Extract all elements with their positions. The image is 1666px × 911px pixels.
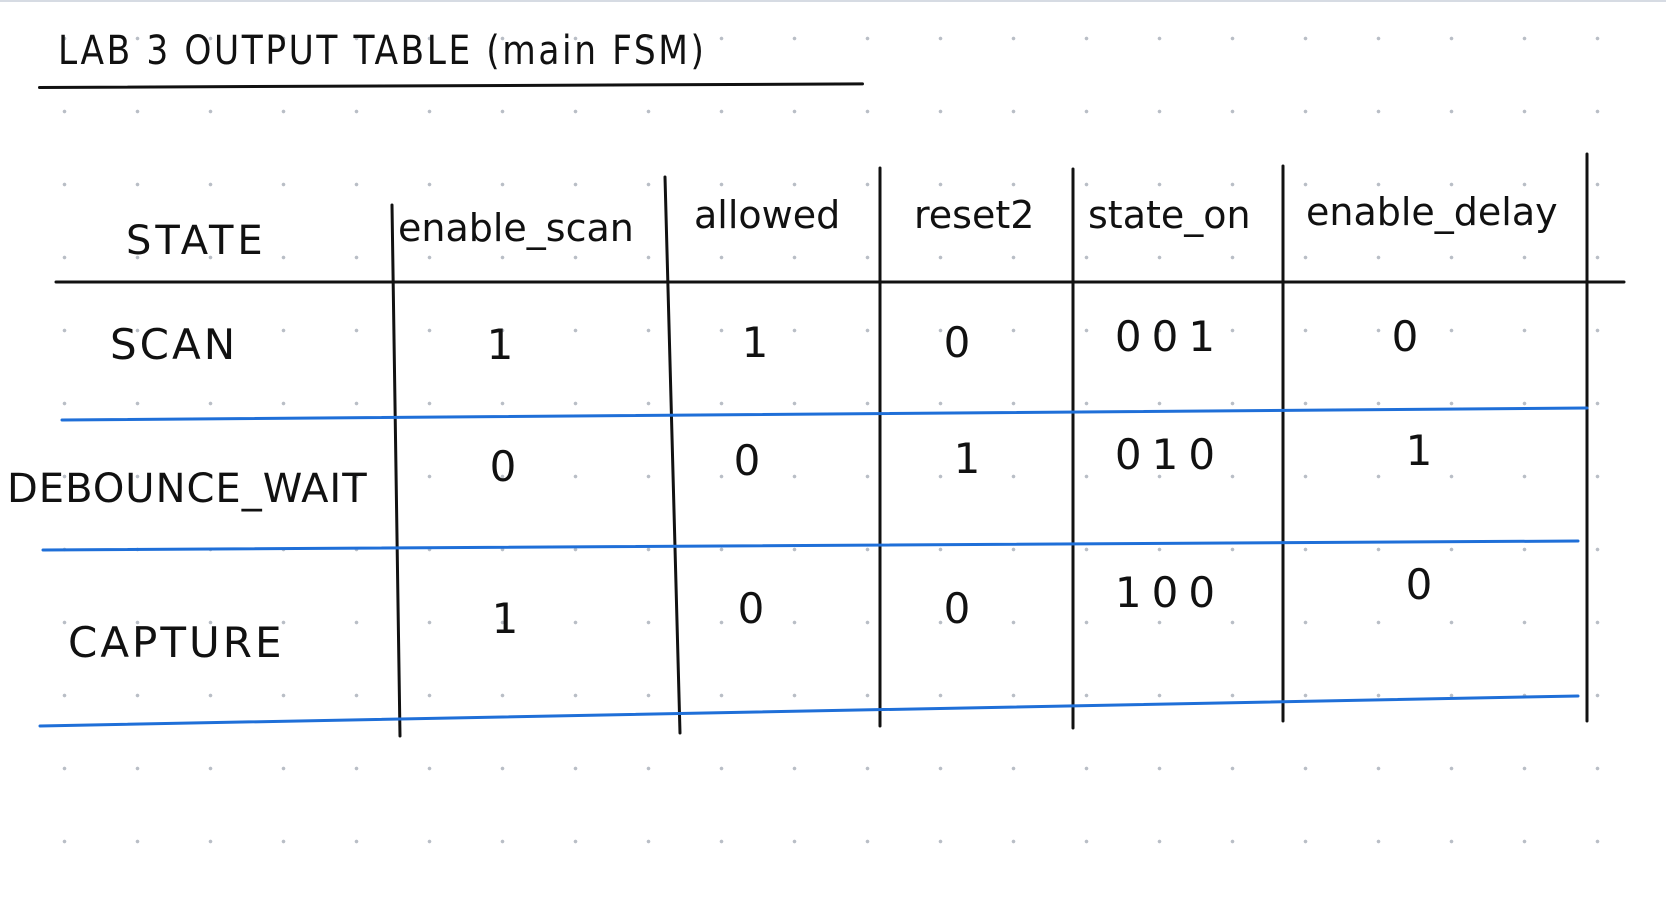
cell-allowed: 1 [741,318,779,367]
cell-allowed: 0 [737,584,775,633]
cell-enable-delay: 0 [1391,312,1429,361]
cell-state-on: 100 [1114,568,1226,617]
cell-reset2: 0 [943,318,981,367]
column-divider [663,175,682,735]
cell-state-on: 001 [1114,312,1226,361]
cell-allowed: 0 [733,436,771,485]
cell-reset2: 1 [953,434,991,483]
cell-enable-delay: 0 [1405,560,1443,609]
cell-enable-delay: 1 [1405,426,1443,475]
column-header-state: STATE [126,218,267,264]
page-title: LAB 3 OUTPUT TABLE (main FSM) [58,28,707,74]
column-header-reset2: reset2 [914,193,1035,237]
row-divider [41,539,1580,552]
cell-reset2: 0 [943,584,981,633]
cell-state-on: 010 [1114,430,1226,479]
column-divider [390,203,402,738]
cell-enable-scan: 1 [491,594,529,643]
cell-enable-scan: 0 [489,442,527,491]
column-header-allowed: allowed [694,193,841,237]
row-label-capture: CAPTURE [68,618,285,667]
row-divider [38,694,1580,728]
row-divider [60,406,1589,422]
row-label-debounce-wait: DEBOUNCE_WAIT [7,466,368,512]
row-label-scan: SCAN [110,320,239,369]
column-header-enable-scan: enable_scan [398,206,634,250]
page-top-border [0,0,1666,2]
cell-enable-scan: 1 [486,320,524,369]
column-header-state-on: state_on [1088,193,1251,237]
column-header-enable-delay: enable_delay [1306,190,1558,234]
